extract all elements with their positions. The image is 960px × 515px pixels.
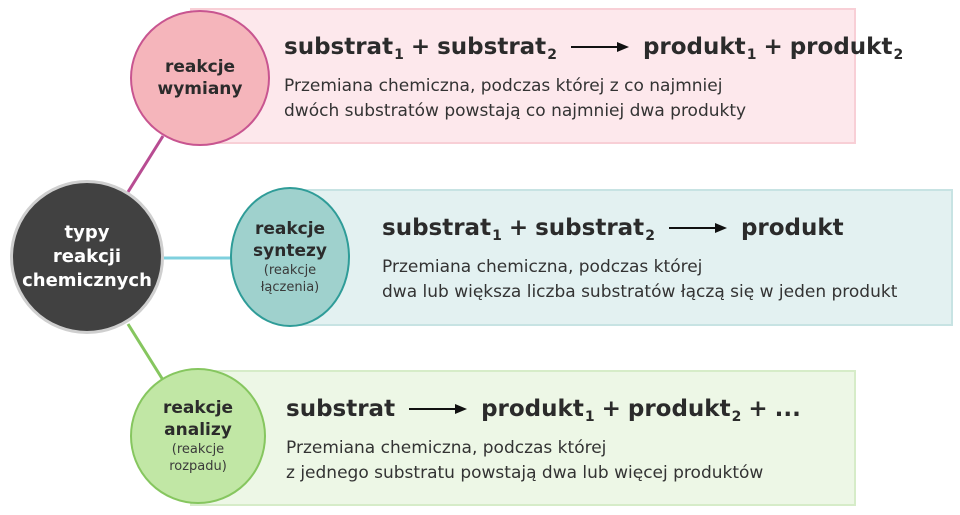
reaction-arrow-icon: [668, 222, 727, 234]
node-reakcje-wymiany: reakcje wymiany: [130, 10, 270, 146]
eq-subscript: 1: [584, 409, 595, 425]
eq-term: substrat: [437, 34, 547, 60]
node-title-line: reakcje: [164, 57, 236, 77]
description-line: Przemiana chemiczna, podczas której z co…: [284, 76, 723, 96]
eq-term: ...: [774, 396, 801, 422]
eq-plus: +: [508, 215, 529, 241]
node-note-line: (reakcje: [263, 263, 317, 278]
node-note-line: (reakcje: [171, 442, 225, 457]
eq-plus: +: [410, 34, 431, 60]
eq-subscript: 2: [547, 47, 557, 63]
eq-term: produkt: [789, 34, 893, 60]
main-node-line: reakcji: [52, 246, 122, 267]
eq-plus: +: [763, 34, 783, 60]
eq-term: produkt: [627, 396, 731, 422]
eq-term: substrat: [535, 215, 645, 241]
eq-subscript: 1: [746, 47, 757, 63]
node-note-line: rozpadu): [169, 459, 227, 474]
eq-term: substrat: [284, 34, 394, 60]
eq-term: produkt: [740, 215, 844, 241]
description-line: Przemiana chemiczna, podczas której: [382, 257, 703, 277]
connector-analizy: [126, 323, 165, 381]
main-node-line: chemicznych: [22, 270, 152, 291]
node-title-line: syntezy: [253, 241, 327, 261]
eq-term: produkt: [642, 34, 746, 60]
description-line: z jednego substratu powstają dwa lub wię…: [286, 463, 764, 483]
main-node-typy-reakcji: typy reakcji chemicznych: [10, 180, 164, 334]
description-line: dwóch substratów powstają co najmniej dw…: [284, 101, 747, 121]
reaction-arrow-icon: [409, 403, 468, 415]
node-reakcje-syntezy: reakcje syntezy (reakcje łączenia): [230, 187, 350, 327]
node-title-line: analizy: [164, 420, 232, 440]
eq-subscript: 2: [645, 228, 655, 244]
node-note-line: łączenia): [260, 280, 320, 295]
main-node-line: typy: [64, 222, 110, 243]
node-title-line: reakcje: [162, 398, 234, 418]
eq-plus: +: [748, 396, 768, 422]
description-wymiany: Przemiana chemiczna, podczas której z co…: [284, 74, 746, 124]
node-reakcje-analizy: reakcje analizy (reakcje rozpadu): [130, 368, 266, 504]
description-analizy: Przemiana chemiczna, podczas której z je…: [286, 436, 763, 486]
connector-wymiany: [126, 135, 165, 193]
eq-term: substrat: [382, 215, 492, 241]
eq-term: substrat: [286, 396, 396, 422]
eq-subscript: 2: [731, 409, 742, 425]
node-title-line: wymiany: [157, 79, 243, 99]
description-syntezy: Przemiana chemiczna, podczas której dwa …: [382, 255, 897, 305]
description-line: dwa lub większa liczba substratów łączą …: [382, 282, 898, 302]
reaction-arrow-icon: [570, 41, 629, 53]
eq-subscript: 1: [492, 228, 502, 244]
eq-plus: +: [601, 396, 621, 422]
eq-subscript: 1: [394, 47, 404, 63]
description-line: Przemiana chemiczna, podczas której: [286, 438, 607, 458]
node-title-line: reakcje: [254, 219, 326, 239]
eq-subscript: 2: [893, 47, 904, 63]
eq-term: produkt: [481, 396, 584, 422]
